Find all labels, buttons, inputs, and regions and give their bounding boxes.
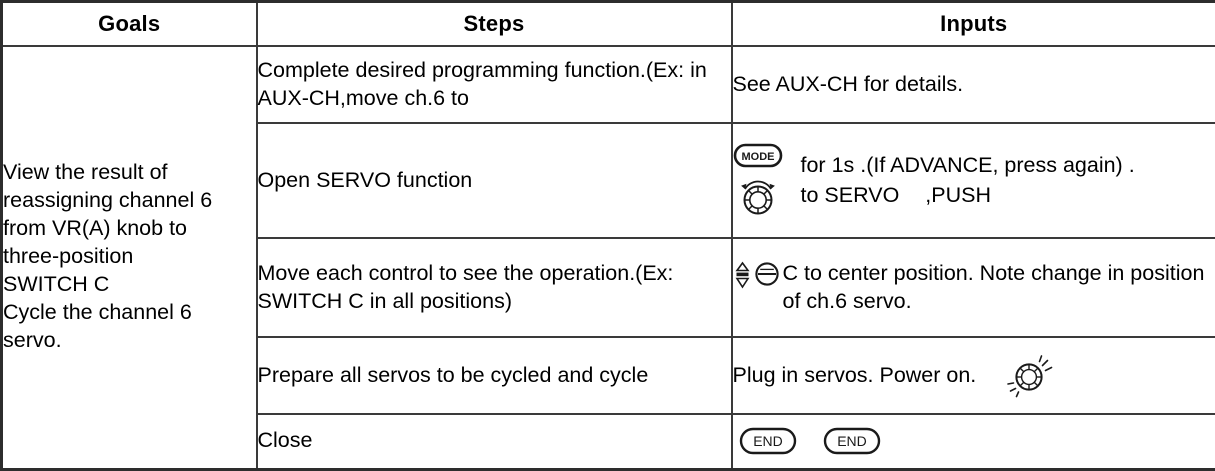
end-button-icon: END — [739, 427, 797, 455]
table-header-row: Goals Steps Inputs — [2, 2, 1215, 47]
inputs-cell-1: See AUX-CH for details. — [732, 46, 1215, 123]
table-row: View the result of reassigning channel 6… — [2, 46, 1215, 123]
mode-button-icon: MODE — [733, 143, 783, 168]
steps-cell-4: Prepare all servos to be cycled and cycl… — [257, 337, 732, 414]
mode-button-label: MODE — [741, 151, 774, 163]
inputs-cell-3: C to center position. Note change in pos… — [732, 238, 1215, 337]
inputs-cell-5: END END — [732, 414, 1215, 469]
power-knob-icon — [1006, 354, 1054, 398]
three-position-switch-icon — [733, 261, 752, 289]
end-button-icon: END — [823, 427, 881, 455]
input-icon-text-group: Plug in servos. Power on. — [733, 354, 1215, 398]
input-line-2: to SERVO ,PUSH — [801, 182, 1135, 210]
input-icon-group: END END — [733, 427, 1215, 455]
input-line-2-part-a: to SERVO — [801, 183, 900, 207]
input-text: C to center position. Note change in pos… — [783, 260, 1215, 315]
input-icon-text-group: MODE — [733, 143, 1215, 218]
steps-cell-2: Open SERVO function — [257, 123, 732, 238]
step-text: Prepare all servos to be cycled and cycl… — [258, 362, 731, 390]
goal-description: View the result of reassigning channel 6… — [3, 160, 212, 352]
icon-stack: MODE — [733, 143, 783, 218]
input-line-1: for 1s .(If ADVANCE, press again) . — [801, 152, 1135, 180]
switch-knob-icon — [754, 261, 780, 287]
column-header-steps: Steps — [257, 2, 732, 47]
input-icon-text-group: C to center position. Note change in pos… — [733, 260, 1215, 315]
end-button-label-2: END — [837, 433, 867, 449]
input-text: See AUX-CH for details. — [733, 71, 1215, 99]
input-text-block: for 1s .(If ADVANCE, press again) . to S… — [801, 152, 1135, 209]
column-header-goals: Goals — [2, 2, 257, 47]
inputs-cell-2: MODE — [732, 123, 1215, 238]
column-header-inputs: Inputs — [732, 2, 1215, 47]
step-text: Move each control to see the operation.(… — [258, 260, 731, 315]
step-text: Open SERVO function — [258, 167, 731, 195]
steps-cell-3: Move each control to see the operation.(… — [257, 238, 732, 337]
input-line-2-part-b: ,PUSH — [925, 183, 991, 207]
end-button-label-1: END — [753, 433, 783, 449]
step-text: Close — [258, 427, 731, 455]
steps-cell-5: Close — [257, 414, 732, 469]
step-text: Complete desired programming function.(E… — [258, 57, 731, 112]
rotary-dial-icon — [738, 176, 778, 218]
inputs-cell-4: Plug in servos. Power on. — [732, 337, 1215, 414]
goals-cell: View the result of reassigning channel 6… — [2, 46, 257, 469]
input-text: Plug in servos. Power on. — [733, 362, 977, 390]
steps-cell-1: Complete desired programming function.(E… — [257, 46, 732, 123]
